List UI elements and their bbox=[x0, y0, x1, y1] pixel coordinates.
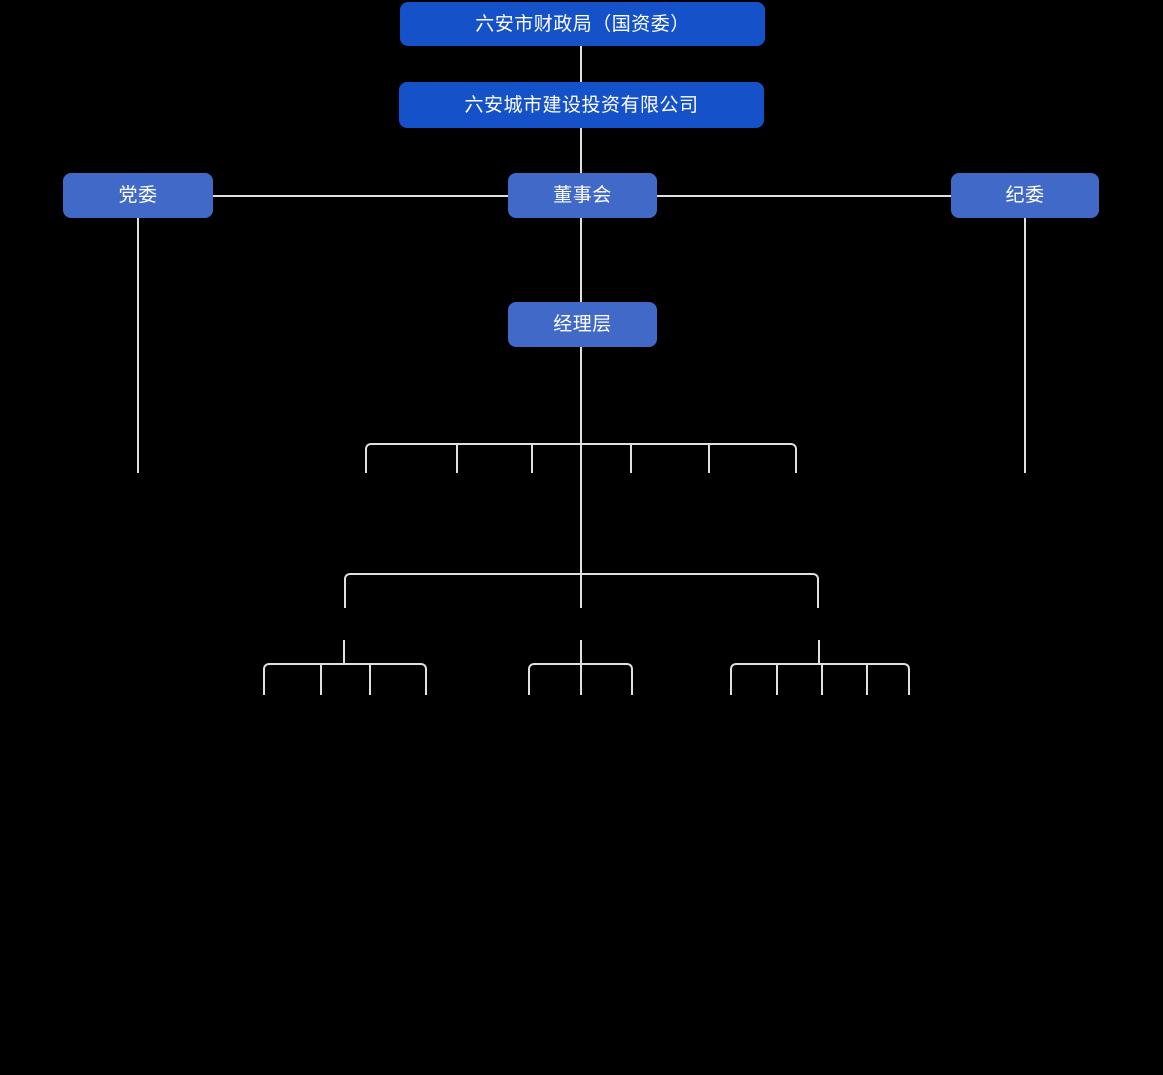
connector-line bbox=[821, 665, 823, 695]
connector-bracket-tier3-center bbox=[528, 663, 633, 695]
connector-line bbox=[531, 445, 533, 473]
connector-bracket-tier1 bbox=[365, 443, 797, 473]
org-node-management: 经理层 bbox=[508, 302, 657, 347]
connector-bracket-tier2 bbox=[344, 573, 819, 608]
connector-line bbox=[866, 665, 868, 695]
connector-bracket-tier3-left bbox=[263, 663, 427, 695]
connector-line bbox=[630, 445, 632, 473]
connector-line bbox=[580, 46, 582, 82]
org-node-party-committee: 党委 bbox=[63, 173, 213, 218]
org-node-company: 六安城市建设投资有限公司 bbox=[399, 82, 764, 128]
connector-line bbox=[213, 195, 508, 197]
org-node-root: 六安市财政局（国资委） bbox=[400, 2, 765, 46]
connector-line bbox=[320, 665, 322, 695]
connector-line bbox=[580, 128, 582, 173]
connector-line bbox=[818, 640, 820, 663]
connector-line bbox=[708, 445, 710, 473]
connector-line bbox=[137, 218, 139, 473]
connector-line bbox=[657, 195, 951, 197]
connector-line bbox=[580, 347, 582, 608]
org-node-discipline-committee: 纪委 bbox=[951, 173, 1099, 218]
org-node-board: 董事会 bbox=[508, 173, 657, 218]
connector-line bbox=[456, 445, 458, 473]
connector-line bbox=[580, 640, 582, 695]
connector-bracket-tier3-right bbox=[730, 663, 910, 695]
connector-line bbox=[580, 218, 582, 302]
connector-line bbox=[343, 640, 345, 663]
connector-line bbox=[1024, 218, 1026, 473]
connector-line bbox=[369, 665, 371, 695]
connector-line bbox=[776, 665, 778, 695]
